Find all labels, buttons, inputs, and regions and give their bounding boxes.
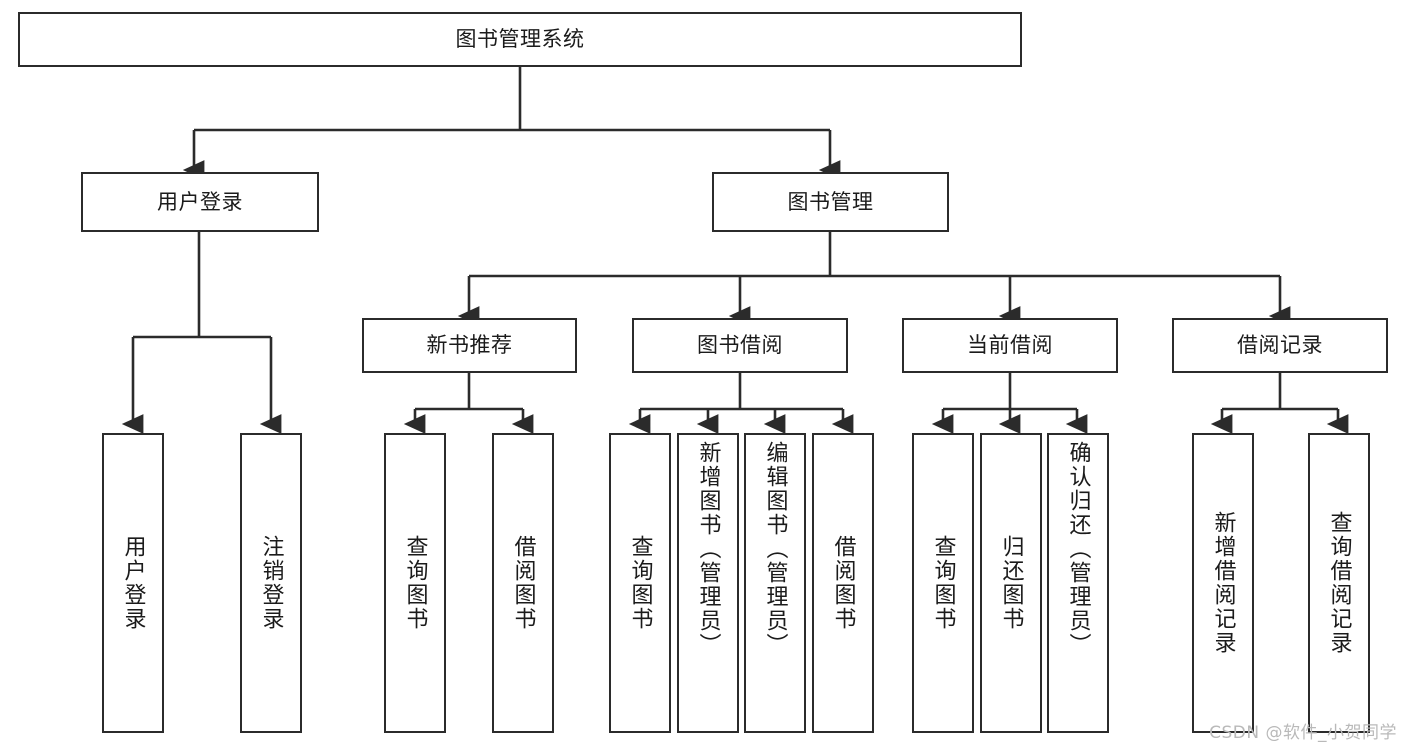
node-leaf-add-book[interactable]: 新增图书（管理员）	[677, 433, 739, 733]
node-user-login[interactable]: 用户登录	[81, 172, 319, 232]
node-root-label: 图书管理系统	[455, 27, 585, 52]
node-leaf-borrow-book-1-label: 借阅图书	[510, 535, 536, 631]
node-new-book-rec[interactable]: 新书推荐	[362, 318, 577, 373]
node-leaf-confirm-return-label: 确认归还（管理员）	[1065, 441, 1091, 657]
node-leaf-borrow-book-1[interactable]: 借阅图书	[492, 433, 554, 733]
node-leaf-query-record[interactable]: 查询借阅记录	[1308, 433, 1370, 733]
node-leaf-borrow-book-2[interactable]: 借阅图书	[812, 433, 874, 733]
node-leaf-user-login-label: 用户登录	[120, 535, 146, 631]
node-root[interactable]: 图书管理系统	[18, 12, 1022, 67]
node-leaf-confirm-return[interactable]: 确认归还（管理员）	[1047, 433, 1109, 733]
node-book-borrow[interactable]: 图书借阅	[632, 318, 848, 373]
node-leaf-add-record-label: 新增借阅记录	[1210, 511, 1236, 655]
node-leaf-edit-book-label: 编辑图书（管理员）	[762, 441, 788, 657]
node-borrow-record-label: 借阅记录	[1237, 333, 1323, 358]
node-leaf-query-book-1-label: 查询图书	[402, 535, 428, 631]
node-leaf-query-book-2[interactable]: 查询图书	[609, 433, 671, 733]
watermark-text: CSDN @软件_小贺同学	[1209, 723, 1397, 743]
node-current-borrow[interactable]: 当前借阅	[902, 318, 1118, 373]
node-book-manage[interactable]: 图书管理	[712, 172, 949, 232]
node-leaf-query-record-label: 查询借阅记录	[1326, 511, 1352, 655]
node-borrow-record[interactable]: 借阅记录	[1172, 318, 1388, 373]
node-leaf-add-book-label: 新增图书（管理员）	[695, 441, 721, 657]
node-book-borrow-label: 图书借阅	[697, 333, 783, 358]
node-leaf-query-book-3[interactable]: 查询图书	[912, 433, 974, 733]
node-leaf-user-login[interactable]: 用户登录	[102, 433, 164, 733]
node-leaf-query-book-1[interactable]: 查询图书	[384, 433, 446, 733]
node-user-login-label: 用户登录	[157, 189, 243, 214]
node-leaf-logout-login[interactable]: 注销登录	[240, 433, 302, 733]
node-book-manage-label: 图书管理	[787, 189, 874, 214]
node-leaf-logout-login-label: 注销登录	[258, 535, 284, 631]
node-leaf-query-book-2-label: 查询图书	[627, 535, 653, 631]
node-leaf-edit-book[interactable]: 编辑图书（管理员）	[744, 433, 806, 733]
node-leaf-return-book-label: 归还图书	[998, 535, 1024, 631]
node-leaf-borrow-book-2-label: 借阅图书	[830, 535, 856, 631]
node-leaf-add-record[interactable]: 新增借阅记录	[1192, 433, 1254, 733]
node-leaf-return-book[interactable]: 归还图书	[980, 433, 1042, 733]
node-current-borrow-label: 当前借阅	[967, 333, 1053, 358]
node-new-book-rec-label: 新书推荐	[426, 333, 513, 358]
node-leaf-query-book-3-label: 查询图书	[930, 535, 956, 631]
